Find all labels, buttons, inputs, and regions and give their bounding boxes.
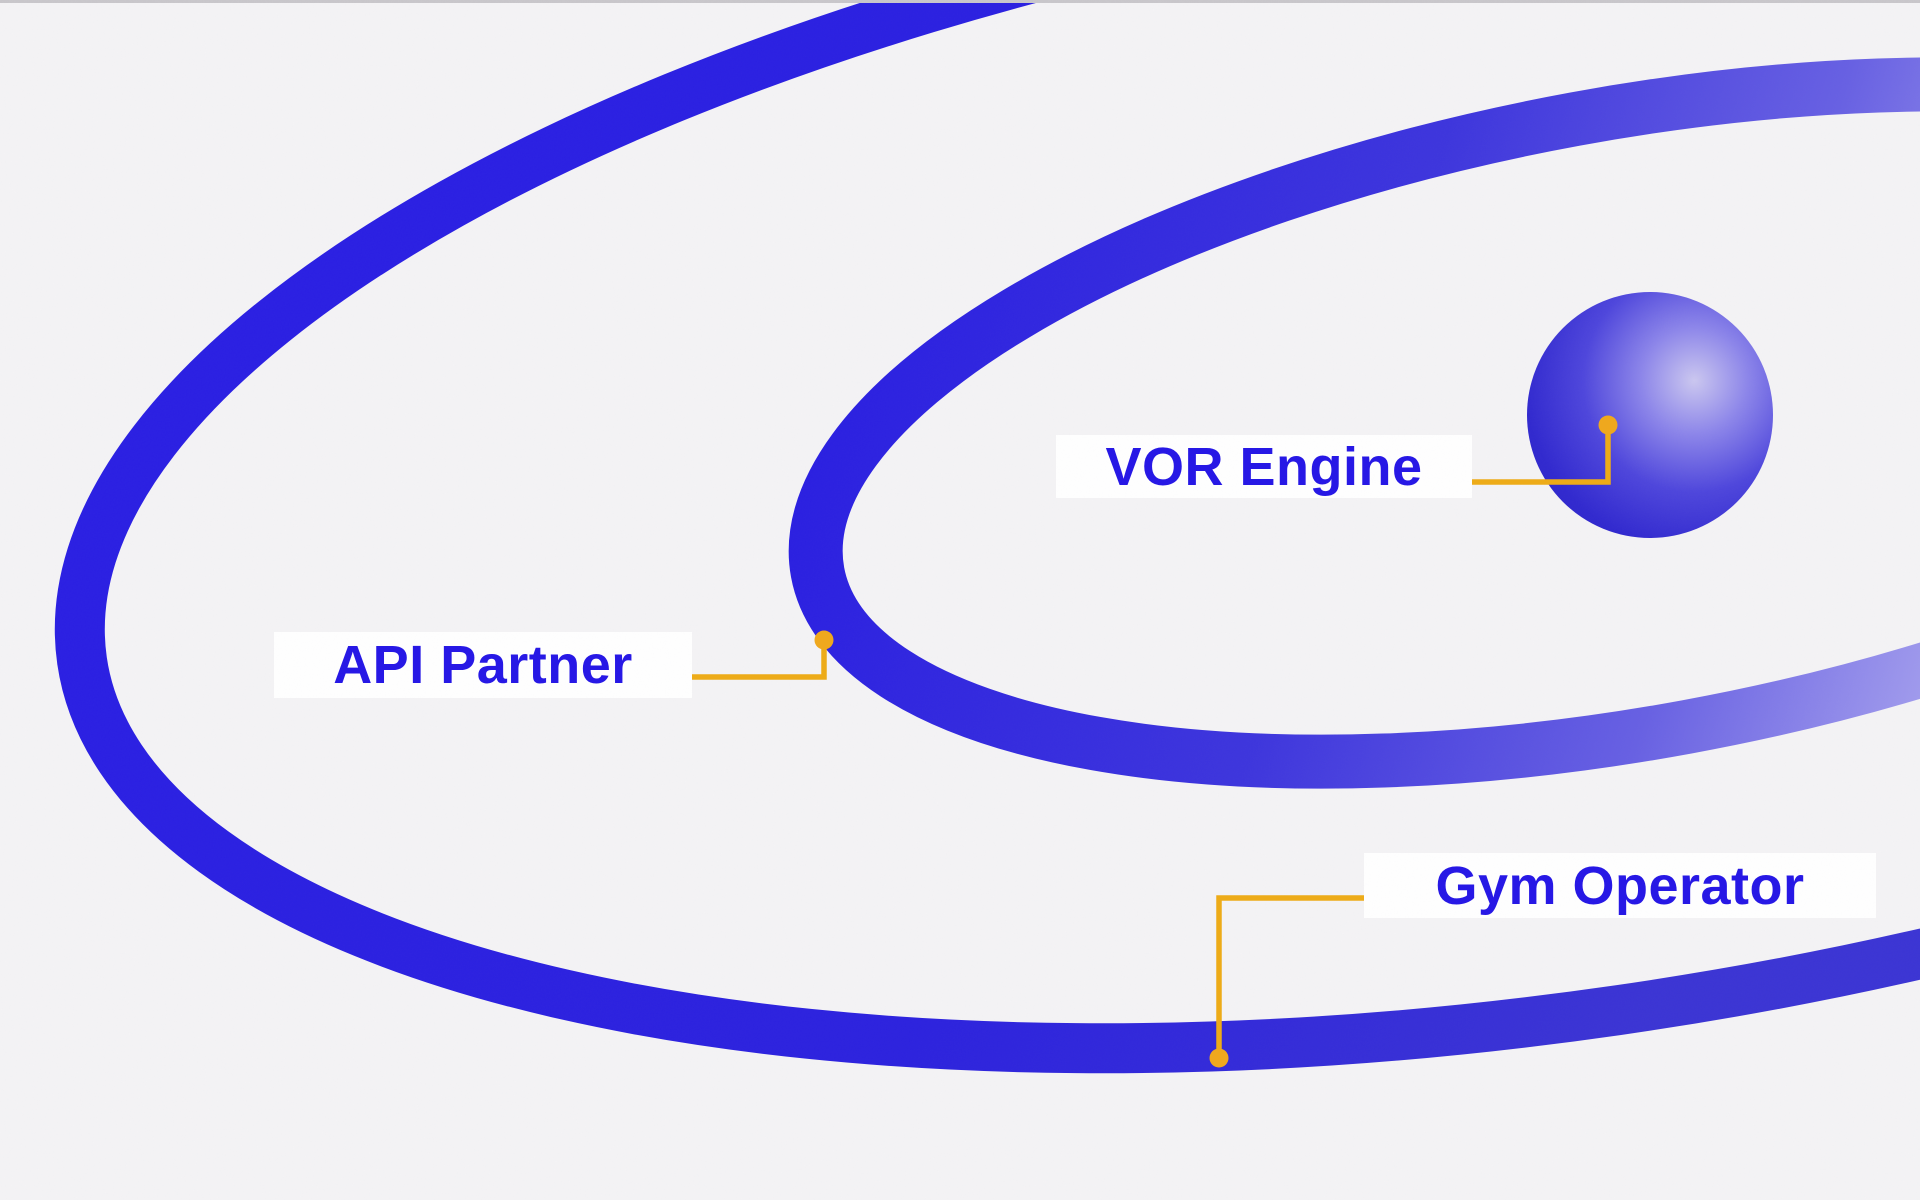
connector-api-partner <box>692 640 827 680</box>
label-vor-engine: VOR Engine <box>1056 435 1472 498</box>
vor-engine-sphere <box>1527 292 1773 538</box>
label-gym-operator: Gym Operator <box>1364 853 1876 918</box>
connector-dot-gym-operator <box>1209 1048 1229 1068</box>
label-api-partner: API Partner <box>274 632 692 698</box>
connector-dot-vor-engine <box>1598 415 1618 435</box>
connector-dot-api-partner <box>814 630 834 650</box>
top-edge-hairline <box>0 0 1920 3</box>
